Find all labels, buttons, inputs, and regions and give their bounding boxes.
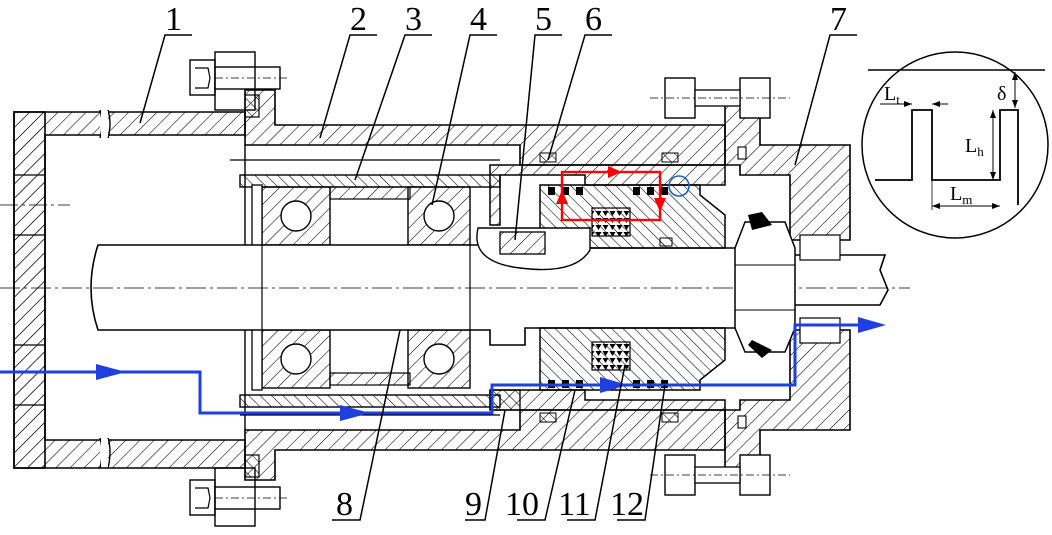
- centerlines: [0, 159, 500, 206]
- delta-label: δ: [997, 83, 1006, 105]
- lh-label: Lh: [965, 135, 984, 159]
- part-label-6: 6: [585, 1, 602, 38]
- part-label-9: 9: [465, 486, 482, 523]
- part-label-1: 1: [165, 1, 182, 38]
- detail-view-circle: Lt δ Lh Lm: [861, 51, 1049, 239]
- flow-path: [0, 317, 886, 421]
- housing-2: [230, 89, 726, 481]
- part-label-7: 7: [830, 1, 847, 38]
- leader-lines: [139, 34, 857, 521]
- arrow-right-icon: [858, 317, 886, 333]
- part-label-3: 3: [405, 1, 422, 38]
- end-cover-7: [724, 94, 851, 481]
- circle-marker-icon: [668, 175, 690, 197]
- lt-label: Lt: [884, 83, 900, 107]
- housing-1: [13, 109, 246, 469]
- part-label-2: 2: [350, 1, 367, 38]
- arrow-right-icon: [96, 364, 126, 380]
- part-label-5: 5: [535, 1, 552, 38]
- part-label-10: 10: [505, 486, 539, 523]
- seal-ring-9: [489, 164, 726, 411]
- part-label-8: 8: [336, 486, 353, 523]
- magnetic-fluid-11: [591, 207, 631, 371]
- flange-bolt-right-top: [650, 77, 790, 119]
- rectangular-loop-icon: [556, 166, 666, 222]
- arrow-right-icon: [340, 405, 370, 421]
- flange-bolt-bottom: [189, 454, 290, 527]
- part-label-12: 12: [610, 486, 644, 523]
- flange-bolt-right-bottom: [650, 454, 790, 496]
- key-5: [476, 227, 591, 271]
- lm-label: Lm: [950, 183, 972, 207]
- arrow-right-icon: [600, 377, 628, 393]
- shaft-nut: [734, 212, 796, 358]
- part-label-4: 4: [470, 1, 487, 38]
- part-label-group: 1 2 3 4 5 6 7 8 9 10 11 12: [165, 1, 847, 523]
- part-label-11: 11: [558, 486, 591, 523]
